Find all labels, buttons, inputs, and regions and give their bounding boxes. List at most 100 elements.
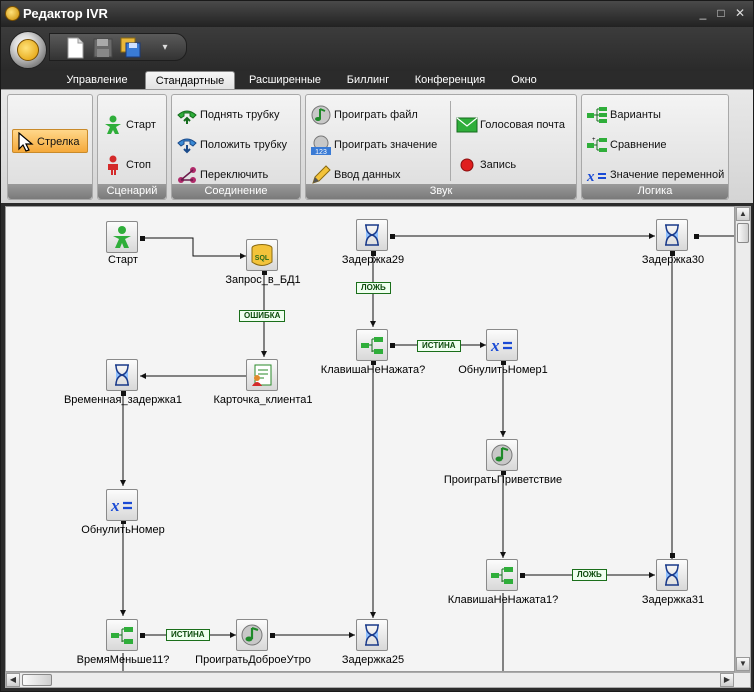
- ribbon: Стрелка Старт Стоп Сценарий: [1, 89, 753, 203]
- compare-icon: [111, 627, 133, 644]
- node-label: ОбнулитьНомер1: [458, 364, 548, 376]
- node-temp-delay[interactable]: [106, 359, 138, 391]
- transfer-icon: [176, 165, 198, 185]
- start-person-icon: [113, 226, 131, 248]
- compare-icon: [491, 567, 513, 584]
- sql-database-icon: SQL: [251, 244, 273, 266]
- group-logic: Варианты + Сравнение x Значение переменн…: [581, 94, 729, 200]
- node-label: ОбнулитьНомер: [81, 524, 165, 536]
- record-icon: [456, 155, 478, 175]
- svg-text:+: +: [592, 137, 596, 143]
- group-logic-label: Логика: [582, 184, 728, 199]
- variants-icon: [586, 105, 608, 125]
- edge-label-true: ИСТИНА: [166, 629, 210, 641]
- variable-icon: x: [490, 336, 512, 355]
- connection-wires: [120, 233, 734, 671]
- scroll-up-icon[interactable]: ▲: [736, 207, 750, 221]
- maximize-icon[interactable]: □: [717, 6, 725, 20]
- node-db-query[interactable]: SQL: [246, 239, 278, 271]
- tab-standard[interactable]: Стандартные: [145, 71, 235, 89]
- node-key-not-pressed1[interactable]: [486, 559, 518, 591]
- group-scenario-label: Сценарий: [98, 184, 166, 199]
- pickup-phone-icon: [176, 105, 198, 125]
- diagram-canvas[interactable]: ОШИБКА ЛОЖЬ ИСТИНА ИСТИНА ЛОЖЬ Старт SQL…: [5, 206, 735, 672]
- node-reset-number[interactable]: x: [106, 489, 138, 521]
- window-title: Редактор IVR: [23, 6, 108, 21]
- group-connection-label: Соединение: [172, 184, 300, 199]
- horizontal-scroll-thumb[interactable]: [22, 674, 52, 686]
- scroll-down-icon[interactable]: ▼: [736, 657, 750, 671]
- scroll-left-icon[interactable]: ◀: [6, 673, 20, 687]
- node-label: ПроигратьПриветствие: [443, 474, 563, 486]
- group-sound: Проиграть файл 123 Проиграть значение Вв…: [305, 94, 577, 200]
- node-client-card[interactable]: [246, 359, 278, 391]
- node-label: ПроигратьДоброеУтро: [195, 654, 311, 666]
- svg-text:x: x: [586, 169, 595, 185]
- node-delay29[interactable]: [356, 219, 388, 251]
- pointer-button[interactable]: Стрелка: [12, 129, 88, 153]
- group-sound-label: Звук: [306, 184, 576, 199]
- customize-dropdown-icon[interactable]: ▾: [162, 42, 168, 53]
- play-value-icon: 123: [310, 135, 332, 156]
- tab-extended[interactable]: Расширенные: [249, 74, 321, 86]
- node-play-morning[interactable]: [236, 619, 268, 651]
- compare-icon: [361, 337, 383, 354]
- variable-icon: x: [110, 496, 132, 515]
- group-connection: Поднять трубку Положить трубку Переключи…: [171, 94, 301, 200]
- svg-text:123: 123: [315, 149, 327, 155]
- play-file-icon: [241, 624, 263, 646]
- tab-billing[interactable]: Биллинг: [346, 74, 390, 86]
- envelope-icon: [456, 115, 478, 135]
- vertical-scroll-thumb[interactable]: [737, 223, 749, 243]
- node-label: Задержка25: [341, 654, 405, 666]
- node-play-greeting[interactable]: [486, 439, 518, 471]
- hangup-phone-icon: [176, 135, 198, 155]
- node-label: КлавишаНеНажата?: [320, 364, 426, 376]
- compare-icon: +: [586, 135, 608, 155]
- node-delay30[interactable]: [656, 219, 688, 251]
- node-label: Временная_задержка1: [63, 394, 183, 406]
- quick-access-bar: ▾: [1, 27, 753, 71]
- node-key-not-pressed[interactable]: [356, 329, 388, 361]
- scroll-right-icon[interactable]: ▶: [720, 673, 734, 687]
- wire-start-db: [141, 237, 246, 257]
- node-label: Старт: [108, 254, 138, 266]
- node-label: ВремяМеньше11?: [76, 654, 170, 666]
- tab-window[interactable]: Окно: [511, 74, 537, 86]
- tab-conference[interactable]: Конференция: [414, 74, 486, 86]
- play-file-icon: [310, 105, 332, 125]
- group-pointer: Стрелка: [7, 94, 93, 200]
- edge-label-true: ИСТИНА: [417, 340, 461, 352]
- vertical-scrollbar[interactable]: ▲ ▼: [735, 206, 751, 672]
- svg-text:SQL: SQL: [255, 255, 270, 262]
- save-icon[interactable]: [92, 37, 114, 59]
- group-scenario: Старт Стоп Сценарий: [97, 94, 167, 200]
- node-label: Задержка31: [641, 594, 705, 606]
- app-menu-button[interactable]: [9, 31, 47, 69]
- stop-person-icon: [102, 155, 124, 175]
- edge-label-false: ЛОЖЬ: [572, 569, 607, 581]
- node-reset-number1[interactable]: x: [486, 329, 518, 361]
- node-start[interactable]: [106, 221, 138, 253]
- play-file-icon: [491, 444, 513, 466]
- node-delay25[interactable]: [356, 619, 388, 651]
- hourglass-icon: [665, 224, 679, 246]
- arrow-cursor-icon: [13, 131, 35, 152]
- hourglass-icon: [365, 224, 379, 246]
- hourglass-icon: [665, 564, 679, 586]
- svg-text:x: x: [490, 336, 500, 355]
- close-icon[interactable]: ✕: [734, 6, 746, 20]
- node-label: Задержка29: [341, 254, 405, 266]
- horizontal-scrollbar[interactable]: ◀ ▶: [5, 672, 751, 688]
- edge-label-false: ЛОЖЬ: [356, 282, 391, 294]
- group-separator: [450, 101, 451, 181]
- save-all-icon[interactable]: [120, 37, 142, 59]
- tab-management[interactable]: Управление: [66, 74, 128, 86]
- node-label: Запрос_в_БД1: [225, 274, 301, 286]
- node-time-less[interactable]: [106, 619, 138, 651]
- new-file-icon[interactable]: [64, 37, 86, 59]
- node-delay31[interactable]: [656, 559, 688, 591]
- start-person-icon: [102, 115, 124, 135]
- title-bar: Редактор IVR _ □ ✕: [1, 1, 753, 27]
- minimize-icon[interactable]: _: [699, 6, 707, 20]
